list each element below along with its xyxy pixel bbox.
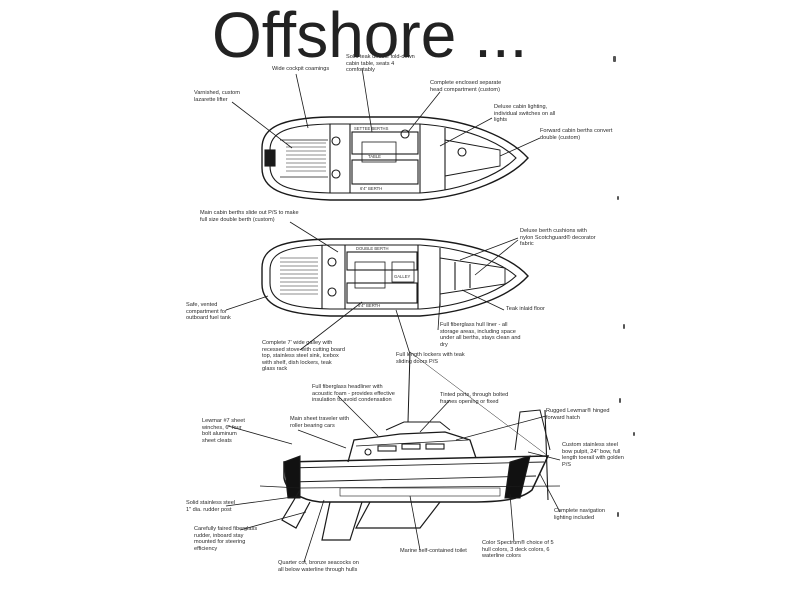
callout-tinted-ports: Tinted ports, through bolted frames open… [440,392,509,405]
callout-rudder-post: Solid stainless steel 1" dia. rudder pos… [186,500,236,513]
scan-speck [613,56,616,62]
callout-marine-toilet: Marine self-contained toilet [400,548,467,554]
callout-traveler: Main sheet traveler with roller bearing … [290,416,350,429]
callout-berth-cushions: Deluxe berth cushions with nylon Scotchg… [520,228,596,248]
callout-color-spectrum: Color Spectrum® choice of 5 hull colors,… [482,540,554,560]
callout-sliding-doors: Full length lockers with teak sliding do… [396,352,465,365]
callout-outboard-tank: Safe, vented compartment for outboard fu… [186,302,231,322]
lower-cabin-plan [261,238,529,317]
callout-forward-hatch: Rugged Lewmar® hinged forward hatch [546,408,610,421]
page-title: Offshore ... [212,0,528,71]
callout-teak-table: Solid teak double fold-down cabin table,… [346,54,415,74]
plan-label-table: TABLE [368,154,381,159]
plan-label-berth-lower: 6'4" BERTH [358,303,380,308]
upper-deck-plan [261,116,529,201]
callout-bow-pulpit: Custom stainless steel bow pulpit, 24" b… [562,442,624,468]
callout-galley: Complete 7' wide galley with recessed st… [262,340,346,373]
callout-cabin-lighting: Deluxe cabin lighting, individual switch… [494,104,556,124]
scan-speck [617,196,619,200]
callout-wide-cockpit: Wide cockpit coamings [272,66,330,72]
scan-speck [617,512,619,517]
callout-lazarette: Varnished, custom lazarette lifter [194,90,240,103]
callout-sheet-winches: Lewmar #7 sheet winches, 6" four bolt al… [202,418,245,444]
scan-speck [623,324,625,329]
hull-profile [259,351,561,541]
callout-hull-liner: Full fiberglass hull liner - all storage… [440,322,521,348]
plan-label-galley: GALLEY [394,274,411,279]
callout-teak-floor: Teak inlaid floor [506,306,545,312]
plan-label-settee: SETTEE BERTHS [354,126,389,131]
plan-label-double-berth: DOUBLE BERTH [356,246,389,251]
callout-forward-berths: Forward cabin berths convert double (cus… [540,128,613,141]
callout-rudder: Carefully faired fiberglass rudder, inbo… [194,526,258,552]
callout-main-berths: Main cabin berths slide out P/S to make … [200,210,299,223]
scan-speck [619,398,621,403]
callout-headliner: Full fiberglass headliner with acoustic … [312,384,395,404]
callout-navigation-lights: Complete navigation lighting included [554,508,605,521]
callout-seacocks: Quarter cot, bronze seacocks on all belo… [278,560,359,573]
leader-lines [225,67,561,563]
plan-label-berth-upper: 6'4" BERTH [360,186,382,191]
callout-head: Complete enclosed separate head compartm… [430,80,502,93]
scan-speck [633,432,635,436]
